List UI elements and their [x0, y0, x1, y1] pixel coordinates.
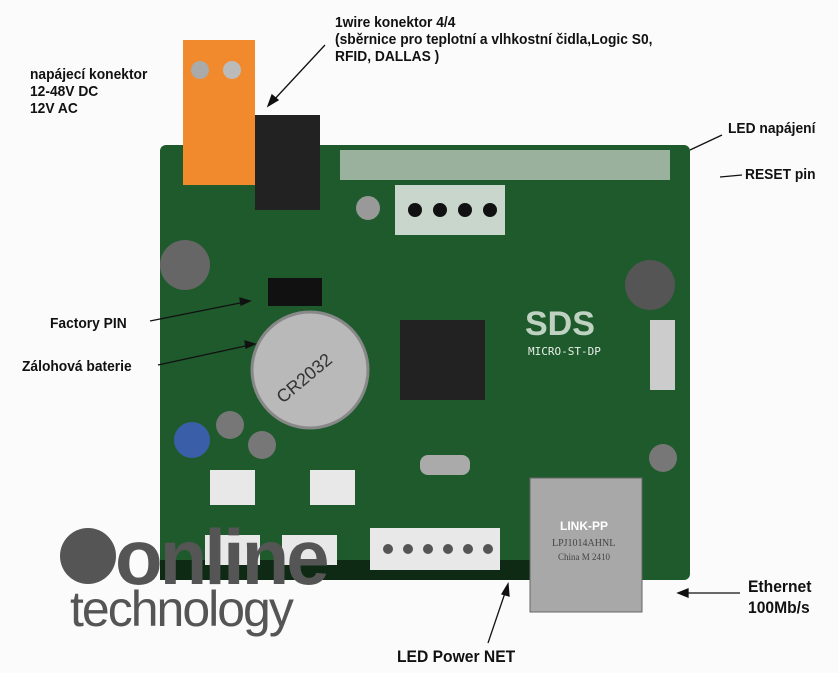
label-line: 12-48V DC — [30, 83, 99, 100]
svg-text:LPJ1014AHNL: LPJ1014AHNL — [552, 538, 615, 549]
led-power-net-label: LED Power NET — [397, 647, 516, 666]
onewire-connector — [255, 115, 320, 210]
logo-line1: online — [115, 513, 330, 601]
svg-text:China M 2410: China M 2410 — [558, 552, 611, 562]
factory-header — [268, 278, 322, 306]
svg-text:SDS: SDS — [525, 305, 595, 343]
led-power-label: LED napájení — [728, 120, 816, 137]
power-connector-label: napájecí konektor 12-48V DC 12V AC — [30, 66, 147, 117]
logo-line2: technology — [70, 581, 294, 637]
label-line: RFID, DALLAS ) — [335, 48, 440, 65]
rj45-connector — [529, 477, 643, 613]
mcu-chip — [400, 320, 485, 400]
svg-text:MICRO-ST-DP: MICRO-ST-DP — [528, 345, 601, 358]
onewire-label: 1wire konektor 4/4 (sběrnice pro teplotn… — [335, 14, 652, 65]
circuit-icon — [60, 528, 116, 584]
backup-battery-label: Zálohová baterie — [22, 358, 132, 375]
factory-pin-label: Factory PIN — [50, 315, 127, 332]
reset-pin-label: RESET pin — [745, 166, 816, 183]
label-line: 12V AC — [30, 100, 78, 117]
online-technology-logo: online technology — [30, 513, 330, 645]
ethernet-label: Ethernet 100Mb/s — [748, 576, 811, 618]
svg-text:LINK-PP: LINK-PP — [560, 519, 608, 533]
label-line: Ethernet — [748, 577, 812, 596]
label-line: napájecí konektor — [30, 66, 148, 83]
backup-battery — [250, 310, 370, 430]
power-connector — [183, 40, 255, 185]
annotation-arrows — [149, 44, 743, 644]
label-line: 1wire konektor 4/4 — [335, 14, 456, 31]
label-line: (sběrnice pro teplotní a vlhkostní čidla… — [335, 31, 653, 48]
label-line: 100Mb/s — [748, 598, 810, 617]
